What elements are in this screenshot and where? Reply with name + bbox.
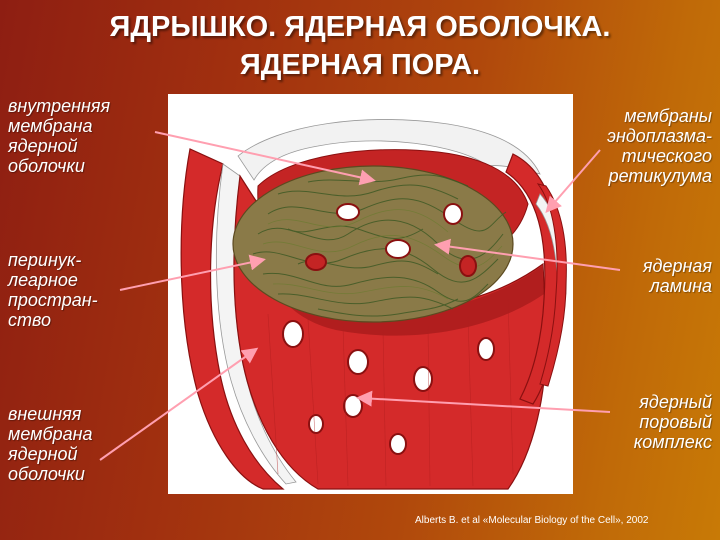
- label-inner-membrane: внутренняя мембрана ядерной оболочки: [8, 96, 111, 176]
- label-nuclear-lamina: ядерная ламина: [642, 256, 712, 296]
- pore-top-3: [385, 239, 411, 259]
- pore-side-7: [308, 414, 324, 434]
- title-line-1: ЯДРЫШКО. ЯДЕРНАЯ ОБОЛОЧКА.: [109, 11, 611, 43]
- pore-side-4: [477, 337, 495, 361]
- nucleoplasm: [232, 165, 514, 323]
- membrane-shadow: [256, 209, 544, 336]
- pore-top-1: [336, 203, 360, 221]
- pore-side-2: [347, 349, 369, 375]
- citation: Alberts B. et al «Molecular Biology of t…: [415, 515, 649, 526]
- pore-side-6: [389, 433, 407, 455]
- pore-top-2: [443, 203, 463, 225]
- pore-side-5: [343, 394, 363, 418]
- pore-top-4: [305, 253, 327, 271]
- label-outer-membrane: внешняя мембрана ядерной оболочки: [8, 404, 93, 484]
- nuclear-envelope-illustration: [168, 94, 573, 494]
- label-nuclear-pore-complex: ядерный поровый комплекс: [633, 392, 712, 452]
- slide-title: ЯДРЫШКО. ЯДЕРНАЯ ОБОЛОЧКА. ЯДЕРНАЯ ПОРА.: [0, 8, 720, 84]
- label-er-membranes: мембраны эндоплазма- тического ретикулум…: [607, 106, 712, 186]
- pore-side-1: [282, 320, 304, 348]
- nucleus-drawing: [180, 119, 567, 490]
- pore-top-5: [459, 255, 477, 277]
- title-line-2: ЯДЕРНАЯ ПОРА.: [239, 49, 481, 81]
- label-perinuclear-space: перинук- леарное простран- ство: [8, 250, 98, 330]
- pore-side-3: [413, 366, 433, 392]
